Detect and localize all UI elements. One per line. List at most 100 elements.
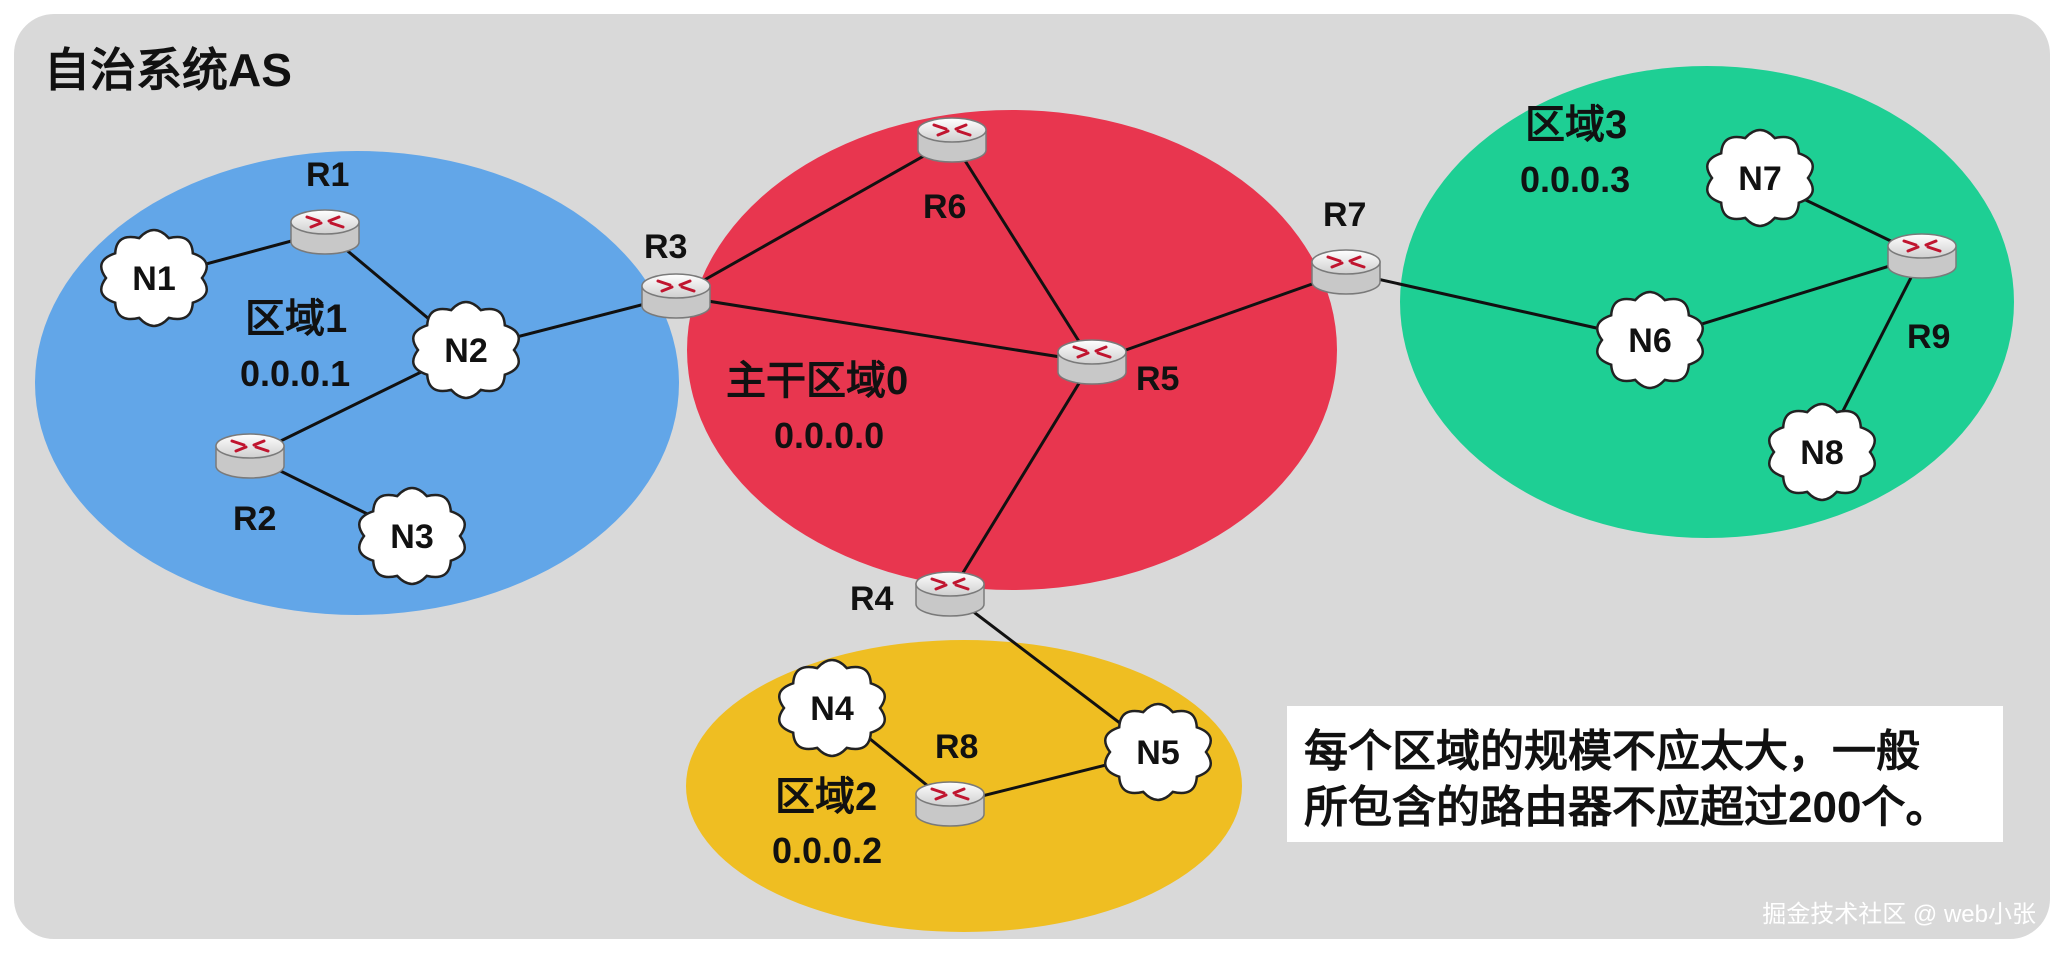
note-line-1: 每个区域的规模不应太大，一般 <box>1304 727 1920 776</box>
router-top <box>215 433 285 459</box>
router-arrow-mark <box>660 285 674 293</box>
router-arrow-mark <box>1350 261 1366 269</box>
area-1-name: 区域1 <box>245 297 347 341</box>
cloud-icon <box>1706 128 1814 228</box>
network-label-n2: N2 <box>444 332 487 370</box>
router-label-r6: R6 <box>923 188 966 226</box>
router-arrow-mark <box>1348 255 1362 263</box>
cloud-icon <box>1596 290 1704 390</box>
network-label-n5: N5 <box>1136 734 1179 772</box>
router-label-r5: R5 <box>1136 360 1179 398</box>
router-arrow-mark <box>954 793 970 801</box>
router-label-r3: R3 <box>644 228 687 266</box>
cloud-icon <box>412 300 520 400</box>
router-label-r2: R2 <box>233 500 276 538</box>
router-arrow-mark <box>678 279 692 287</box>
router-arrow-mark <box>254 445 270 453</box>
area-0-id: 0.0.0.0 <box>774 415 884 456</box>
router-top <box>290 209 360 235</box>
router-arrow-mark <box>956 129 972 137</box>
network-n4: N4 <box>778 658 886 758</box>
router-label-r1: R1 <box>306 156 349 194</box>
note-box <box>1287 706 2003 842</box>
network-n3: N3 <box>358 486 466 586</box>
network-label-n4: N4 <box>810 690 854 728</box>
router-label-r8: R8 <box>935 728 978 766</box>
router-arrow-mark <box>1906 245 1920 253</box>
router-r3-icon <box>641 273 711 319</box>
router-top <box>917 117 987 143</box>
router-arrow-mark <box>952 787 966 795</box>
router-arrow-mark <box>1072 345 1088 353</box>
network-n1: N1 <box>100 228 208 328</box>
area-3-id: 0.0.0.3 <box>1520 159 1630 200</box>
note-line-2: 所包含的路由器不应超过200个。 <box>1304 783 1949 832</box>
area-3-name: 区域3 <box>1525 103 1627 147</box>
router-r6-icon <box>917 117 987 163</box>
router-arrow-mark <box>309 221 323 229</box>
router-arrow-mark <box>305 215 321 223</box>
network-label-n3: N3 <box>390 518 433 556</box>
link-r5-r4 <box>948 361 1094 595</box>
router-arrow-mark <box>934 793 948 801</box>
cloud-icon <box>358 486 466 586</box>
network-label-n7: N7 <box>1738 160 1781 198</box>
router-arrow-mark <box>934 583 948 591</box>
router-r4-icon <box>915 571 985 617</box>
router-arrow-mark <box>930 787 946 795</box>
router-top <box>1311 249 1381 275</box>
router-arrow-mark <box>680 285 696 293</box>
cloud-icon <box>100 228 208 328</box>
network-label-n8: N8 <box>1800 434 1843 472</box>
router-top <box>1887 233 1957 259</box>
cloud-icon <box>778 658 886 758</box>
area-1-id: 0.0.0.1 <box>240 353 350 394</box>
router-arrow-mark <box>954 123 968 131</box>
network-n2: N2 <box>412 300 520 400</box>
area-0-name: 主干区域0 <box>726 359 908 403</box>
router-r1-icon <box>290 209 360 255</box>
cloud-icon <box>1104 702 1212 802</box>
router-arrow-mark <box>327 215 341 223</box>
router-top <box>915 571 985 597</box>
router-arrow-mark <box>930 577 946 585</box>
link-r6-r5 <box>950 139 1094 363</box>
router-top <box>1057 339 1127 365</box>
router-arrow-mark <box>252 439 266 447</box>
link-r3-r5 <box>675 294 1093 364</box>
router-label-r7: R7 <box>1323 196 1366 234</box>
area-2-name: 区域2 <box>775 775 877 819</box>
router-label-r4: R4 <box>850 580 894 618</box>
network-label-n6: N6 <box>1628 322 1671 360</box>
area-3-region <box>1400 66 2014 538</box>
network-n5: N5 <box>1104 702 1212 802</box>
router-r5-icon <box>1057 339 1127 385</box>
router-top <box>641 273 711 299</box>
router-arrow-mark <box>1902 239 1918 247</box>
router-arrow-mark <box>1330 261 1344 269</box>
router-arrow-mark <box>230 439 246 447</box>
router-arrow-mark <box>952 577 966 585</box>
router-arrow-mark <box>1924 239 1938 247</box>
router-arrow-mark <box>234 445 248 453</box>
network-n8: N8 <box>1768 402 1876 502</box>
router-arrow-mark <box>932 123 948 131</box>
router-r8-icon <box>915 781 985 827</box>
router-r9-icon <box>1887 233 1957 279</box>
router-arrow-mark <box>954 583 970 591</box>
network-n7: N7 <box>1706 128 1814 228</box>
router-arrow-mark <box>1326 255 1342 263</box>
router-label-r9: R9 <box>1907 318 1950 356</box>
watermark: 掘金技术社区 @ web小张 <box>1762 901 2036 928</box>
router-arrow-mark <box>329 221 345 229</box>
router-top <box>915 781 985 807</box>
router-arrow-mark <box>1094 345 1108 353</box>
network-label-n1: N1 <box>132 260 175 298</box>
area-2-id: 0.0.0.2 <box>772 830 882 871</box>
router-r7-icon <box>1311 249 1381 295</box>
link-r3-r6 <box>675 138 953 298</box>
router-r2-icon <box>215 433 285 479</box>
cloud-icon <box>1768 402 1876 502</box>
